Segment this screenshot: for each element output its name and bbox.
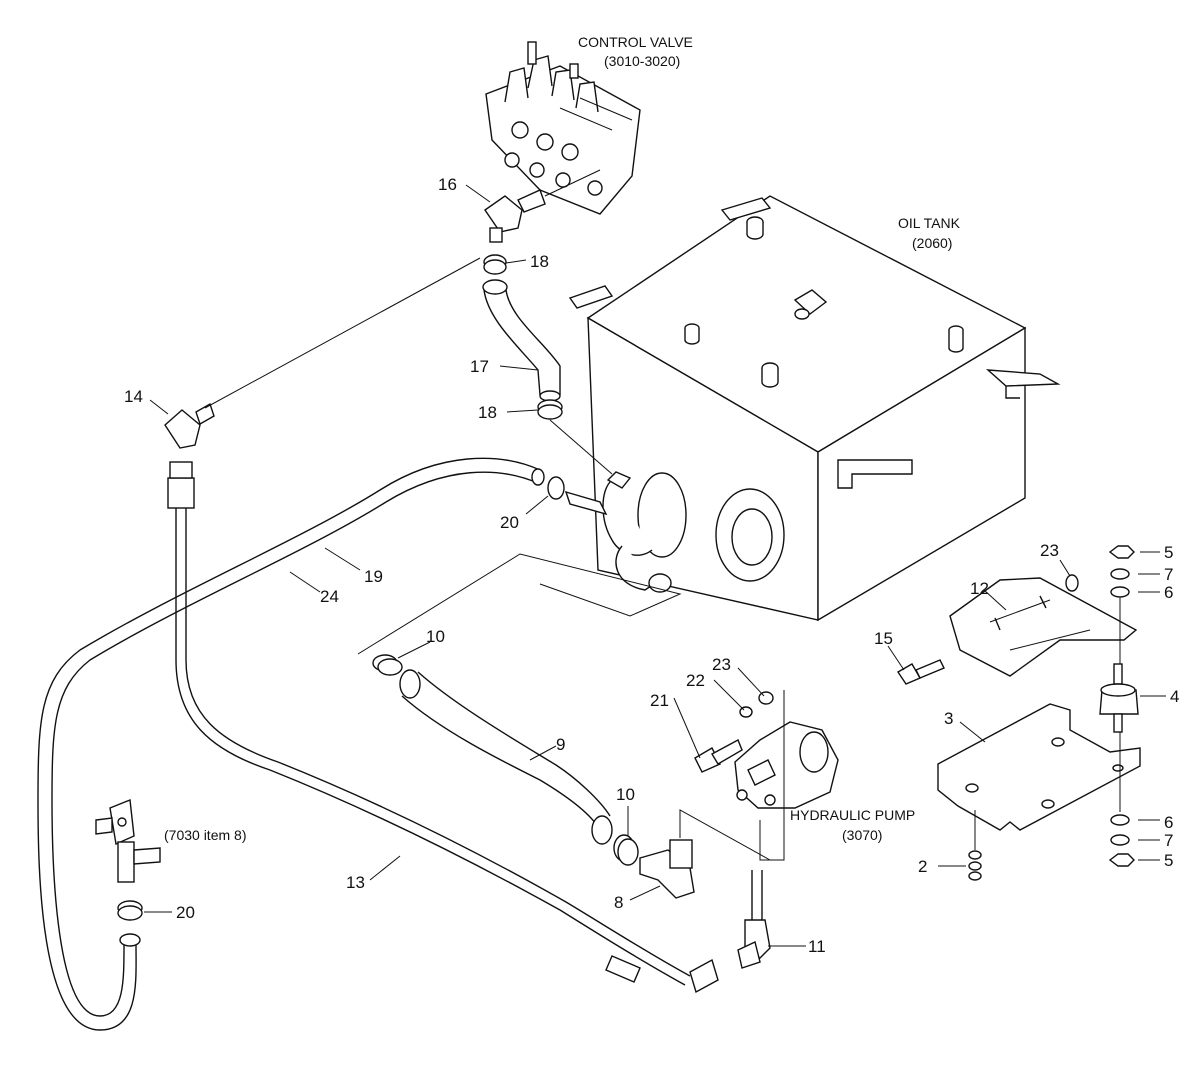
elbow-14	[164, 257, 481, 449]
caption-control-valve-ref: (3010-3020)	[604, 53, 680, 69]
clamp-10-upper	[372, 654, 403, 676]
callout-21: 21	[650, 691, 669, 710]
callout-18-lower: 18	[478, 403, 497, 422]
callout-9: 9	[556, 735, 565, 754]
nut-5-upper	[1108, 545, 1135, 559]
callout-23-bracket: 23	[1040, 541, 1059, 560]
callout-11: 11	[808, 937, 826, 956]
washer-6-lower	[1110, 814, 1130, 826]
caption-oil-tank-ref: (2060)	[912, 235, 952, 251]
callout-16: 16	[438, 175, 457, 194]
washer-23-bracket	[1065, 574, 1079, 592]
hydraulic-pump	[734, 690, 839, 861]
callout-22: 22	[686, 671, 705, 690]
callout-5-lower: 5	[1164, 851, 1173, 870]
callout-20-upper: 20	[500, 513, 519, 532]
callout-3: 3	[944, 709, 953, 728]
callout-6-lower: 6	[1164, 813, 1173, 832]
callout-2: 2	[918, 857, 927, 876]
washer-7-lower	[1110, 834, 1130, 846]
bracket-12	[949, 577, 1138, 677]
callout-17: 17	[470, 357, 489, 376]
mount-4	[1099, 663, 1139, 733]
callout-15: 15	[874, 629, 893, 648]
callout-13: 13	[346, 873, 365, 892]
bolt-2	[968, 810, 982, 881]
bolt-21	[694, 739, 743, 773]
callout-8: 8	[614, 893, 623, 912]
callout-20-lower: 20	[176, 903, 195, 922]
fitting-16	[484, 169, 601, 243]
caption-oil-tank: OIL TANK	[898, 215, 961, 231]
caption-ref-7030: (7030 item 8)	[164, 827, 246, 843]
nut-5-lower	[1108, 853, 1135, 867]
callout-6-upper: 6	[1164, 583, 1173, 602]
caption-hydraulic-pump: HYDRAULIC PUMP	[790, 807, 915, 823]
elbow-8	[639, 809, 771, 899]
hose-17	[482, 279, 561, 402]
hose-19-24	[37, 457, 545, 1031]
callout-10-lower: 10	[616, 785, 635, 804]
callout-19: 19	[364, 567, 383, 586]
leader-box-9	[357, 553, 682, 655]
hose-13	[167, 461, 719, 994]
plate-3	[937, 703, 1141, 831]
washer-7-upper	[1110, 568, 1130, 580]
callout-24: 24	[320, 587, 339, 606]
washer-23-pump	[758, 691, 774, 705]
leader-lines	[144, 184, 1166, 947]
clamp-20-lower	[117, 900, 143, 921]
bolt-15	[897, 659, 945, 685]
callout-18-upper: 18	[530, 252, 549, 271]
clamp-18-upper	[483, 254, 507, 275]
callout-14: 14	[124, 387, 143, 406]
hose-9	[399, 669, 613, 845]
callout-7-lower: 7	[1164, 831, 1173, 850]
callout-10-upper: 10	[426, 627, 445, 646]
callout-23-pump: 23	[712, 655, 731, 674]
callout-12: 12	[970, 579, 989, 598]
control-valve	[485, 41, 641, 215]
fitting-11	[737, 870, 771, 969]
caption-hydraulic-pump-ref: (3070)	[842, 827, 882, 843]
clamp-10-lower	[613, 834, 639, 866]
callout-7-upper: 7	[1164, 565, 1173, 584]
clamp-18-lower	[537, 399, 613, 475]
tee-7030	[95, 799, 161, 883]
callout-4: 4	[1170, 687, 1179, 706]
callout-5-upper: 5	[1164, 543, 1173, 562]
caption-control-valve: CONTROL VALVE	[578, 34, 693, 50]
clamp-20-upper	[547, 476, 608, 516]
oil-tank	[568, 195, 1061, 622]
washer-6-upper	[1110, 586, 1130, 598]
